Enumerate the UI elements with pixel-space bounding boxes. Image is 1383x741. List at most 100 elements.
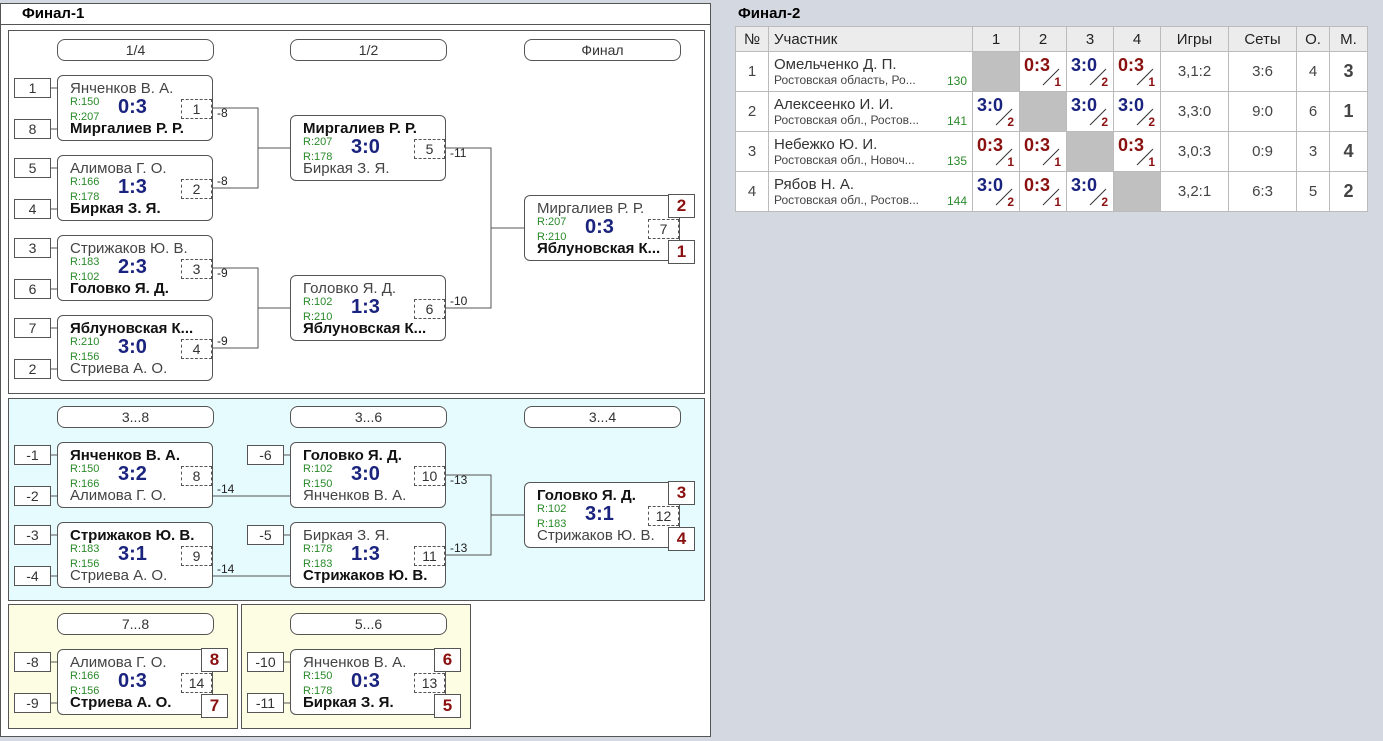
result-points: 1 (1148, 155, 1155, 169)
participant-rating: 130 (946, 74, 967, 88)
participant-cell[interactable]: Омельченко Д. П. Ростовская область, Ро.… (768, 51, 973, 92)
table-row[interactable]: 4 Рябов Н. А. Ростовская обл., Ростов...… (735, 171, 1368, 212)
loser-destination: -13 (450, 473, 468, 487)
match-card[interactable]: Стрижаков Ю. В. R:183 R:102 2:3 3 Головк… (57, 235, 213, 301)
bracket-lines (51, 87, 525, 704)
match-score: 1:3 (118, 176, 147, 198)
seed-box: 5 (14, 158, 51, 178)
seed-box: 1 (14, 78, 51, 98)
player-top: Головко Я. Д. (537, 487, 636, 504)
participant-region: Ростовская обл., Ростов... (774, 193, 920, 207)
slash-icon (1042, 188, 1060, 206)
match-card[interactable]: Головко Я. Д. R:102 R:150 3:0 10 Янченко… (290, 442, 446, 508)
match-card[interactable]: Алимова Г. О. R:166 R:178 1:3 2 Биркая З… (57, 155, 213, 221)
match-card[interactable]: Головко Я. Д. R:102 R:183 3:1 12 Стрижак… (524, 482, 680, 548)
points-cell: 6 (1296, 91, 1330, 132)
match-card[interactable]: Головко Я. Д. R:102 R:210 1:3 6 Яблуновс… (290, 275, 446, 341)
participant-cell[interactable]: Небежко Ю. И. Ростовская обл., Новоч... … (768, 131, 973, 172)
rating-bottom: R:183 (537, 518, 567, 530)
participant-cell[interactable]: Алексеенко И. И. Ростовская обл., Ростов… (768, 91, 973, 132)
result-score: 0:3 (1118, 55, 1145, 75)
player-bottom: Яблуновская К... (537, 240, 661, 257)
result-cell[interactable]: 0:3 1 (1113, 131, 1161, 172)
seed-box: -3 (14, 525, 51, 545)
result-cell[interactable]: 3:0 2 (1113, 91, 1161, 132)
match-score: 3:0 (351, 463, 380, 485)
player-top: Янченков В. А. (70, 447, 180, 464)
result-score: 3:0 (1118, 95, 1145, 115)
result-score: 0:3 (1024, 175, 1051, 195)
rating-top: R:150 (70, 96, 100, 108)
match-card[interactable]: Янченков В. А. R:150 R:178 0:3 13 Биркая… (290, 649, 446, 715)
final2-title: Финал-2 (738, 5, 801, 22)
result-points: 1 (1007, 155, 1014, 169)
result-cell[interactable]: 0:3 1 (972, 131, 1020, 172)
participant-cell[interactable]: Рябов Н. А. Ростовская обл., Ростов... 1… (768, 171, 973, 212)
seed-box: 4 (14, 199, 51, 219)
player-bottom: Миргалиев Р. Р. (70, 120, 184, 137)
round-header-sf: 1/2 (290, 39, 447, 61)
self-cell (1019, 91, 1067, 132)
result-score: 0:3 (1024, 55, 1051, 75)
match-score: 0:3 (118, 670, 147, 692)
loser-destination: -13 (450, 541, 468, 555)
seed-box: -5 (247, 525, 284, 545)
sets-cell: 9:0 (1228, 91, 1297, 132)
match-number: 5 (414, 139, 445, 159)
rating-top: R:207 (537, 216, 567, 228)
rating-top: R:102 (303, 296, 333, 308)
result-cell[interactable]: 0:3 1 (1019, 171, 1067, 212)
seed-box: -6 (247, 445, 284, 465)
result-cell[interactable]: 3:0 2 (1066, 51, 1114, 92)
col-header-games: Игры (1160, 26, 1229, 52)
result-score: 3:0 (977, 175, 1004, 195)
match-score: 2:3 (118, 256, 147, 278)
points-cell: 4 (1296, 51, 1330, 92)
table-row[interactable]: 2 Алексеенко И. И. Ростовская обл., Рост… (735, 91, 1368, 132)
result-cell[interactable]: 3:0 2 (1066, 91, 1114, 132)
rating-bottom: R:178 (303, 151, 333, 163)
match-card[interactable]: Яблуновская К... R:210 R:156 3:0 4 Стрие… (57, 315, 213, 381)
slash-icon (1136, 68, 1154, 86)
loser-destination: -9 (217, 266, 228, 280)
seed-box: 3 (14, 238, 51, 258)
match-score: 1:3 (351, 296, 380, 318)
col-header-sets: Сеты (1228, 26, 1297, 52)
place-badge: 7 (201, 694, 228, 718)
seed-box: -10 (247, 652, 284, 672)
match-number: 3 (181, 259, 212, 279)
result-cell[interactable]: 3:0 2 (972, 91, 1020, 132)
match-card[interactable]: Миргалиев Р. Р. R:207 R:178 3:0 5 Биркая… (290, 115, 446, 181)
result-points: 2 (1007, 195, 1014, 209)
col-header-opponent: 3 (1066, 26, 1114, 52)
player-top: Яблуновская К... (70, 320, 194, 337)
player-bottom: Янченков В. А. (303, 487, 407, 504)
match-number: 10 (414, 466, 445, 486)
slash-icon (1136, 108, 1154, 126)
match-card[interactable]: Биркая З. Я. R:178 R:183 1:3 11 Стрижако… (290, 522, 446, 588)
table-row[interactable]: 3 Небежко Ю. И. Ростовская обл., Новоч..… (735, 131, 1368, 172)
result-cell[interactable]: 0:3 1 (1113, 51, 1161, 92)
table-row[interactable]: 1 Омельченко Д. П. Ростовская область, Р… (735, 51, 1368, 92)
match-score: 1:3 (351, 543, 380, 565)
match-card[interactable]: Янченков В. А. R:150 R:166 3:2 8 Алимова… (57, 442, 213, 508)
participant-region: Ростовская область, Ро... (774, 73, 916, 87)
loser-destination: -14 (217, 482, 235, 496)
result-cell[interactable]: 0:3 1 (1019, 51, 1067, 92)
match-card[interactable]: Янченков В. А. R:150 R:207 0:3 1 Миргали… (57, 75, 213, 141)
match-card[interactable]: Алимова Г. О. R:166 R:156 0:3 14 Стриева… (57, 649, 213, 715)
result-cell[interactable]: 3:0 2 (972, 171, 1020, 212)
loser-destination: -9 (217, 334, 228, 348)
seed-box: -1 (14, 445, 51, 465)
result-score: 3:0 (1071, 95, 1098, 115)
result-cell[interactable]: 0:3 1 (1019, 131, 1067, 172)
result-score: 3:0 (977, 95, 1004, 115)
match-card[interactable]: Стрижаков Ю. В. R:183 R:156 3:1 9 Стриев… (57, 522, 213, 588)
place-badge: 5 (434, 694, 461, 718)
sets-cell: 6:3 (1228, 171, 1297, 212)
result-cell[interactable]: 3:0 2 (1066, 171, 1114, 212)
games-cell: 3,1:2 (1160, 51, 1229, 92)
loser-destination: -11 (450, 146, 467, 160)
match-card[interactable]: Миргалиев Р. Р. R:207 R:210 0:3 7 Яблуно… (524, 195, 680, 261)
player-bottom: Головко Я. Д. (70, 280, 169, 297)
